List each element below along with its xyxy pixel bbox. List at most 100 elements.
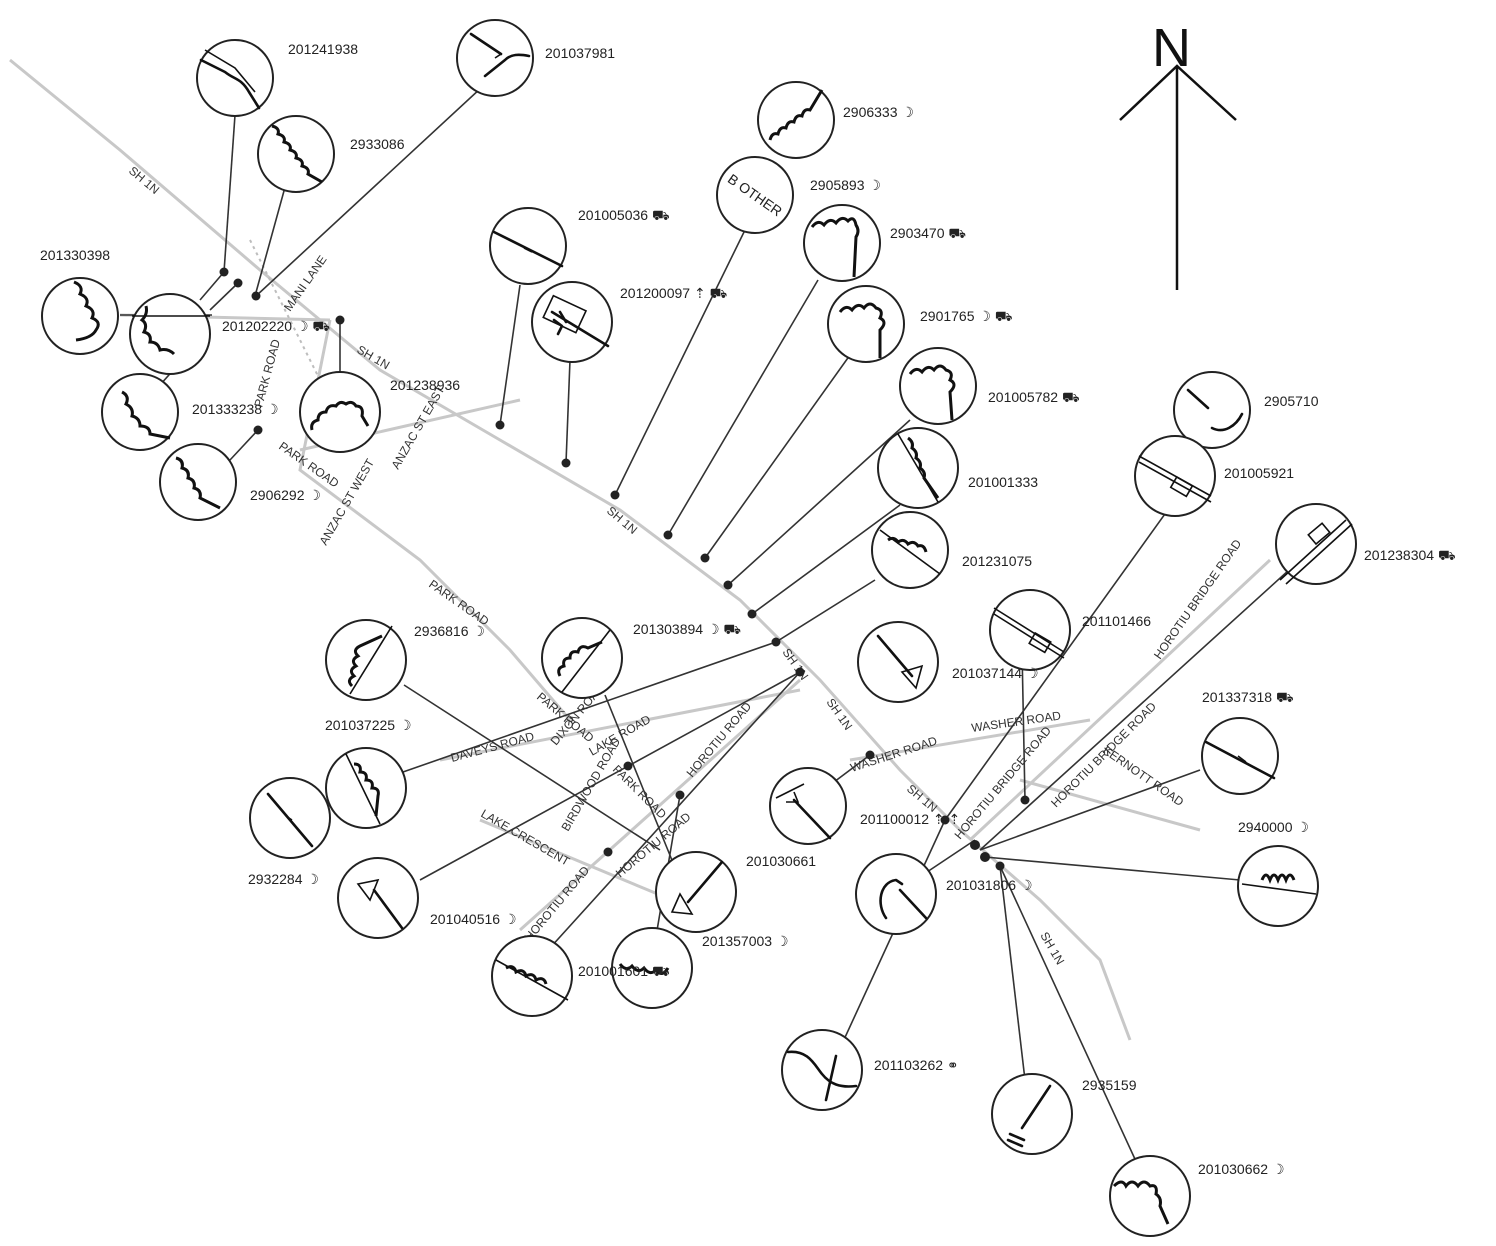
crash-label: 201330398 — [40, 247, 110, 263]
crash-site — [251, 291, 261, 301]
crash-diagram — [129, 293, 211, 375]
crash-label: 201357003 ☽ — [702, 933, 789, 949]
crash-label: 201030661 — [746, 853, 816, 869]
crash-site-dots — [219, 267, 1030, 871]
crash-diagram — [101, 373, 179, 451]
crash-label: 201001601 ⛟ — [578, 963, 670, 979]
crash-label: 2936816 ☽ — [414, 623, 485, 639]
crash-site — [795, 667, 805, 677]
crash-label: 2905893 ☽ — [810, 177, 881, 193]
road-label: SH 1N — [1037, 930, 1067, 968]
crash-label: 201103262 ⚭ — [874, 1057, 959, 1073]
crash-site — [495, 420, 505, 430]
road-label: WASHER ROAD — [849, 734, 939, 775]
road-label: MANI LANE — [281, 253, 330, 314]
crash-label: 201241938 — [288, 41, 358, 57]
crash-diagram — [456, 19, 534, 97]
crash-label: 2933086 — [350, 136, 405, 152]
crash-diagram-other: B OTHER — [716, 156, 794, 234]
road-label: PARK ROAD — [251, 337, 283, 408]
crash-site — [335, 315, 345, 325]
crash-diagram — [655, 851, 737, 933]
crash-label: 2906333 ☽ — [843, 104, 914, 120]
road-label: PARK ROAD — [426, 577, 491, 629]
crash-diagram — [325, 747, 407, 829]
crash-label: 201202220 ☽ ⛟ — [222, 318, 330, 334]
crash-site — [233, 278, 243, 288]
road-label: HOROTIU BRIDGE ROAD — [1151, 537, 1244, 662]
horotiu-bridge-road-line — [968, 558, 1272, 842]
crash-label: 201100012 ⇡ ⇡ — [860, 811, 960, 827]
road-label: DAVEYS ROAD — [449, 729, 536, 765]
horotiu-road-line — [519, 678, 801, 932]
kernott-road-line — [1019, 778, 1201, 832]
crash-diagram — [257, 115, 335, 193]
crash-diagram — [899, 347, 977, 425]
crash-site — [940, 815, 950, 825]
washer-road-line — [849, 718, 1091, 762]
crash-diagram — [531, 281, 613, 363]
crash-site — [995, 861, 1005, 871]
north-arrow-head — [1119, 64, 1237, 121]
crash-site — [771, 637, 781, 647]
daveys-road-line — [439, 688, 801, 762]
crash-diagram — [857, 621, 939, 703]
crash-site — [663, 530, 673, 540]
crash-site — [675, 790, 685, 800]
crash-site — [253, 425, 263, 435]
crash-label: 2932284 ☽ — [248, 871, 319, 887]
crash-label: 201040516 ☽ — [430, 911, 517, 927]
road-label: SH 1N — [904, 782, 940, 815]
crash-label: 201031806 ☽ — [946, 877, 1033, 893]
crash-label: 201337318 ⛟ — [1202, 689, 1294, 705]
crash-site — [561, 458, 571, 468]
crash-label: 201001333 — [968, 474, 1038, 490]
crash-label: 201231075 — [962, 553, 1032, 569]
crash-site — [603, 847, 613, 857]
road-label: SH 1N — [355, 342, 393, 372]
crash-label: 201238936 — [390, 377, 460, 393]
sh1n-road — [9, 58, 1132, 1041]
crash-diagrams: B OTHER — [41, 19, 1357, 1237]
crash-diagram — [159, 443, 237, 521]
crash-label: 201101466 — [1082, 613, 1151, 629]
crash-label: 201238304 ⛟ — [1364, 547, 1456, 563]
crash-label: 201005036 ⛟ — [578, 207, 670, 223]
crash-diagram — [769, 767, 847, 845]
road-label: LAKE ROAD — [587, 712, 654, 759]
crash-diagram — [337, 857, 419, 939]
crash-diagram — [299, 371, 381, 453]
crash-diagram — [611, 927, 693, 1009]
park-road-dash — [249, 239, 351, 441]
crash-diagram — [757, 81, 835, 159]
crash-diagram — [249, 777, 331, 859]
crash-diagram — [781, 1029, 863, 1111]
crash-diagram — [541, 617, 623, 699]
crash-diagram — [1109, 1155, 1191, 1237]
crash-label: 201037981 — [545, 45, 615, 61]
crash-diagram — [871, 511, 949, 589]
crash-diagram — [855, 853, 937, 935]
crash-diagram — [827, 285, 905, 363]
crash-label: 2905710 — [1264, 393, 1319, 409]
crash-label: 201005782 ⛟ — [988, 389, 1080, 405]
road-label: HOROTIU ROAD — [522, 863, 593, 944]
crash-site — [723, 580, 733, 590]
crash-site — [623, 761, 633, 771]
crash-diagram — [1237, 845, 1319, 927]
crash-site — [747, 609, 757, 619]
crash-diagram — [1134, 435, 1216, 517]
crash-label: 2935159 — [1082, 1077, 1137, 1093]
crash-site — [219, 267, 229, 277]
crash-label: 2906292 ☽ — [250, 487, 321, 503]
crash-diagram — [991, 1073, 1073, 1155]
crash-site — [610, 490, 620, 500]
crash-diagram — [489, 207, 567, 285]
crash-site — [700, 553, 710, 563]
road-label: LAKE CRESCENT — [479, 806, 573, 868]
crash-label: 201005921 — [1224, 465, 1294, 481]
crash-site — [1020, 795, 1030, 805]
crash-site — [865, 750, 875, 760]
